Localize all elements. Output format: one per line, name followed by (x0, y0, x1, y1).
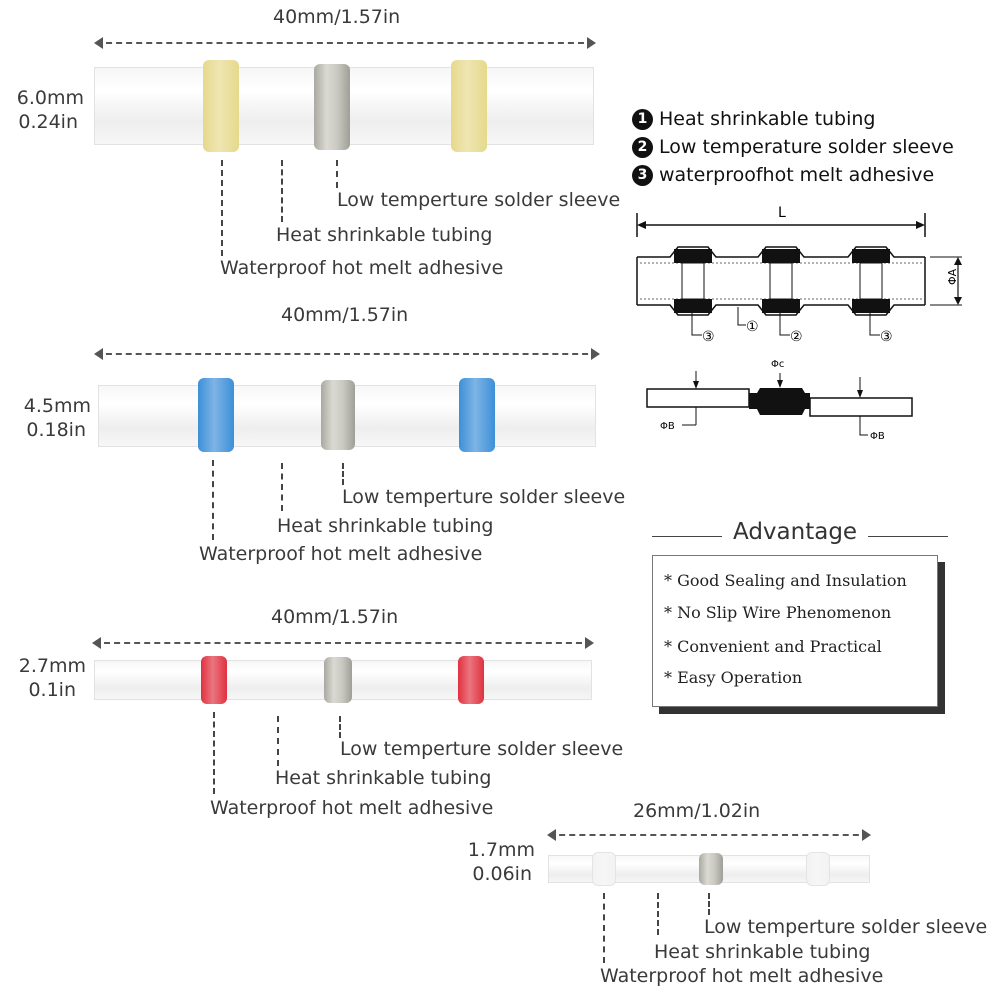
legend-item-2: 2 Low temperature solder sleeve (632, 134, 954, 160)
dia-b-symbol-left: ΦB (660, 421, 675, 432)
solder-sleeve (699, 853, 723, 885)
length-label: 40mm/1.57in (281, 304, 409, 326)
advantage-item: * No Slip Wire Phenomenon (664, 603, 892, 622)
number-2-icon: 2 (632, 136, 653, 158)
label-adhesive: Waterproof hot melt adhesive (600, 965, 884, 987)
advantage-item: * Easy Operation (664, 668, 803, 687)
legend-item-3: 3 waterproofhot melt adhesive (632, 162, 934, 188)
leader-tubing (277, 716, 279, 766)
label-adhesive: Waterproof hot melt adhesive (220, 257, 504, 279)
advantage-item: * Convenient and Practical (664, 637, 882, 656)
legend-item-1: 1 Heat shrinkable tubing (632, 106, 876, 132)
leader-sleeve (708, 893, 710, 915)
diameter-in: 0.1in (28, 679, 76, 701)
label-heat-shrink: Heat shrinkable tubing (277, 515, 494, 537)
adhesive-band-right (451, 60, 487, 152)
label-heat-shrink: Heat shrinkable tubing (654, 941, 871, 963)
leader-tubing (657, 893, 659, 935)
callout-2: ② (790, 329, 803, 345)
diameter-in: 0.18in (26, 419, 86, 441)
leader-adhesive (603, 893, 605, 963)
callout-1: ① (746, 319, 759, 335)
divider (652, 536, 722, 537)
adhesive-band-left (198, 378, 234, 452)
length-label: 40mm/1.57in (271, 606, 399, 628)
leader-sleeve (339, 716, 341, 738)
adhesive-band-right (458, 656, 484, 704)
label-solder-sleeve: Low temperture solder sleeve (342, 486, 626, 508)
label-adhesive: Waterproof hot melt adhesive (210, 797, 494, 819)
callout-3-left: ③ (702, 329, 715, 345)
divider (868, 536, 948, 537)
length-label: 40mm/1.57in (273, 6, 401, 28)
length-symbol: L (778, 205, 786, 221)
leader-adhesive (213, 712, 215, 794)
advantage-box (652, 555, 938, 707)
adhesive-band-left (592, 852, 616, 886)
leader-tubing (281, 463, 283, 511)
legend-text: Low temperature solder sleeve (659, 136, 954, 158)
solder-sleeve (314, 64, 350, 150)
label-heat-shrink: Heat shrinkable tubing (276, 224, 493, 246)
advantage-item: * Good Sealing and Insulation (664, 571, 907, 590)
leader-adhesive (221, 160, 223, 256)
dia-c-symbol: Φc (771, 359, 784, 370)
solder-sleeve (321, 380, 355, 450)
solder-sleeve (324, 657, 352, 703)
label-heat-shrink: Heat shrinkable tubing (275, 767, 492, 789)
legend-text: Heat shrinkable tubing (659, 108, 876, 130)
dia-b-symbol-right: ΦB (870, 431, 885, 442)
number-1-icon: 1 (632, 108, 653, 130)
length-arrow (94, 348, 600, 360)
adhesive-band-right (806, 852, 830, 886)
diameter-mm: 2.7mm (18, 655, 86, 677)
length-arrow (94, 37, 596, 49)
diameter-mm: 6.0mm (16, 87, 84, 109)
label-solder-sleeve: Low temperture solder sleeve (337, 189, 621, 211)
label-adhesive: Waterproof hot melt adhesive (199, 543, 483, 565)
advantage-title: Advantage (733, 519, 858, 545)
leader-sleeve (336, 160, 338, 188)
number-3-icon: 3 (632, 164, 653, 186)
leader-adhesive (212, 460, 214, 540)
diameter-mm: 4.5mm (23, 395, 91, 417)
callout-3-right: ③ (880, 329, 893, 345)
dia-a-symbol: ΦA (946, 268, 959, 285)
diameter-in: 0.06in (472, 863, 532, 885)
adhesive-band-left (203, 60, 239, 152)
length-label: 26mm/1.02in (633, 800, 761, 822)
adhesive-band-right (459, 378, 495, 452)
label-solder-sleeve: Low temperture solder sleeve (340, 738, 624, 760)
leader-tubing (281, 160, 283, 222)
leader-sleeve (342, 463, 344, 485)
length-arrow (92, 637, 594, 649)
connector-schematic: L ΦA ③ ① ② ③ (636, 205, 962, 442)
diameter-in: 0.24in (18, 111, 78, 133)
diameter-mm: 1.7mm (467, 839, 535, 861)
legend-text: waterproofhot melt adhesive (659, 164, 935, 186)
length-arrow (547, 829, 871, 841)
label-solder-sleeve: Low temperture solder sleeve (704, 916, 988, 938)
adhesive-band-left (201, 656, 227, 704)
